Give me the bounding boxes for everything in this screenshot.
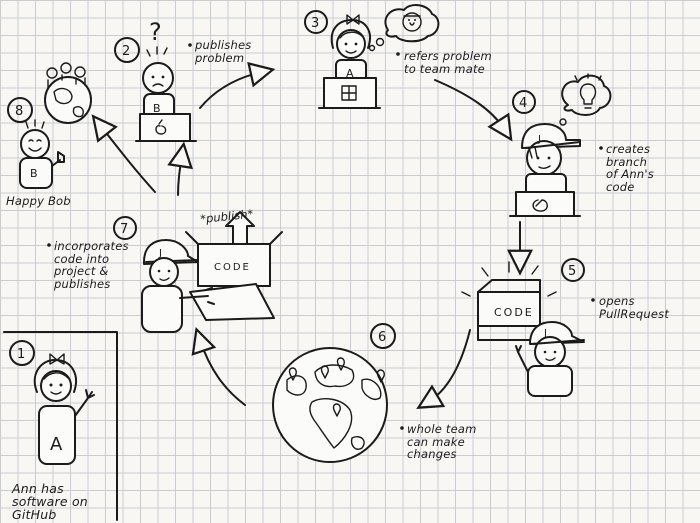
- caption-bullets: [47, 43, 603, 430]
- j-letter-4: J: [537, 134, 541, 145]
- arrow-5-to-6: [416, 329, 471, 409]
- step-1-frame: [3, 331, 118, 521]
- bob-letter-8: B: [30, 167, 38, 180]
- ann-letter-3: A: [346, 67, 354, 80]
- step-3-caption: refers problem to team mate: [404, 49, 492, 76]
- step-4-caption: creates branch of Ann's code: [606, 142, 654, 194]
- step-1-caption: Ann has software on GitHub: [12, 481, 88, 522]
- step-number-2: 2: [122, 44, 130, 59]
- code-box-7-label: CODE: [214, 262, 251, 273]
- j-letter-7: J: [158, 248, 162, 259]
- globe-team: [272, 347, 388, 463]
- step-number-4: 4: [519, 96, 527, 111]
- j-with-laptop: J: [509, 73, 612, 217]
- ann-with-laptop: A: [318, 4, 440, 109]
- publish-label: *publish*: [200, 207, 254, 226]
- arrow-7-to-2: [167, 141, 193, 196]
- step-8-caption: Happy Bob: [6, 194, 71, 208]
- bob-letter: B: [153, 102, 161, 115]
- ann-letter: A: [50, 434, 63, 455]
- arrow-6-to-7: [191, 326, 246, 406]
- bob-with-laptop: ? B: [135, 18, 197, 142]
- step-number-8: 8: [15, 104, 23, 119]
- bob-question-mark: ?: [149, 18, 162, 46]
- arrow-3-to-4: [434, 79, 513, 142]
- happy-bob: B: [19, 119, 65, 189]
- step-number-5: 5: [568, 264, 576, 279]
- globe-with-people: [44, 62, 92, 124]
- j-letter-5: J: [543, 328, 547, 339]
- step-number-6: 6: [378, 330, 386, 345]
- j-publishing-code: CODE *publish* J: [141, 207, 283, 333]
- step-number-7: 7: [120, 222, 128, 237]
- code-box-pull-request: CODE J: [461, 261, 585, 397]
- arrow-2-to-3: [199, 61, 276, 109]
- step-5-caption: opens PullRequest: [599, 294, 670, 321]
- step-2-caption: publishes problem: [195, 38, 252, 65]
- arrow-7-to-8: [91, 114, 156, 193]
- ann-figure: A: [33, 353, 95, 465]
- code-box-5-label: CODE: [494, 306, 534, 319]
- step-number-1: 1: [17, 347, 25, 362]
- step-6-caption: whole team can make changes: [407, 422, 477, 461]
- step-number-3: 3: [311, 16, 319, 31]
- step-number-circles: [7, 10, 585, 366]
- step-numbers: 1 2 3 4 5 6 7 8: [15, 16, 576, 362]
- step-7-caption: incorporates code into project & publish…: [54, 239, 129, 291]
